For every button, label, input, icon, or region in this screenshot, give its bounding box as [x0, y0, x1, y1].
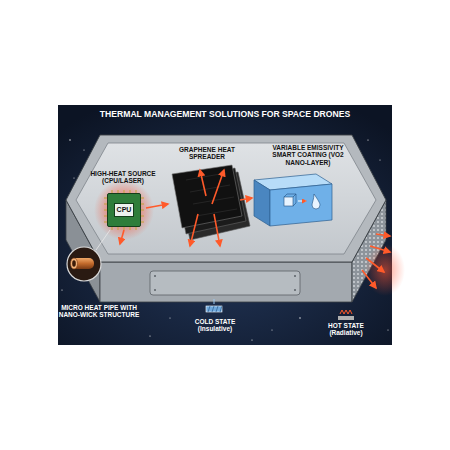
space-panel	[58, 105, 392, 345]
component-label: VARIABLE EMISSIVITY SMART COATING (VO2 N…	[262, 144, 354, 166]
access-plate	[150, 271, 300, 295]
graphene-sheet	[172, 165, 250, 240]
component-label: HIGH-HEAT SOURCE (CPU/LASER)	[86, 170, 160, 185]
state-label: HOT STATE (Radiative)	[316, 322, 376, 337]
leader-line	[96, 230, 110, 250]
plate-screws	[154, 275, 296, 291]
housing-floor	[76, 143, 376, 254]
component-label: GRAPHENE HEAT SPREADER	[168, 146, 246, 161]
housing-rim	[66, 135, 386, 262]
heat-pipe-inset	[67, 247, 101, 281]
state-label: COLD STATE (Insulative)	[183, 318, 247, 333]
chip-pins	[104, 190, 144, 230]
cpu-chip: CPU	[107, 193, 141, 227]
cold-state-icon	[206, 299, 222, 312]
hot-state-icon	[338, 310, 354, 320]
title: THERMAL MANAGEMENT SOLUTIONS FOR SPACE D…	[58, 110, 392, 120]
chip-text: CPU	[114, 203, 135, 217]
inset-label: MICRO HEAT PIPE WITH NANO-WICK STRUCTURE	[58, 304, 140, 319]
heat-arrows	[120, 170, 390, 288]
housing-wall	[100, 262, 352, 302]
heat-glow	[365, 244, 405, 296]
coating-block	[254, 174, 332, 226]
